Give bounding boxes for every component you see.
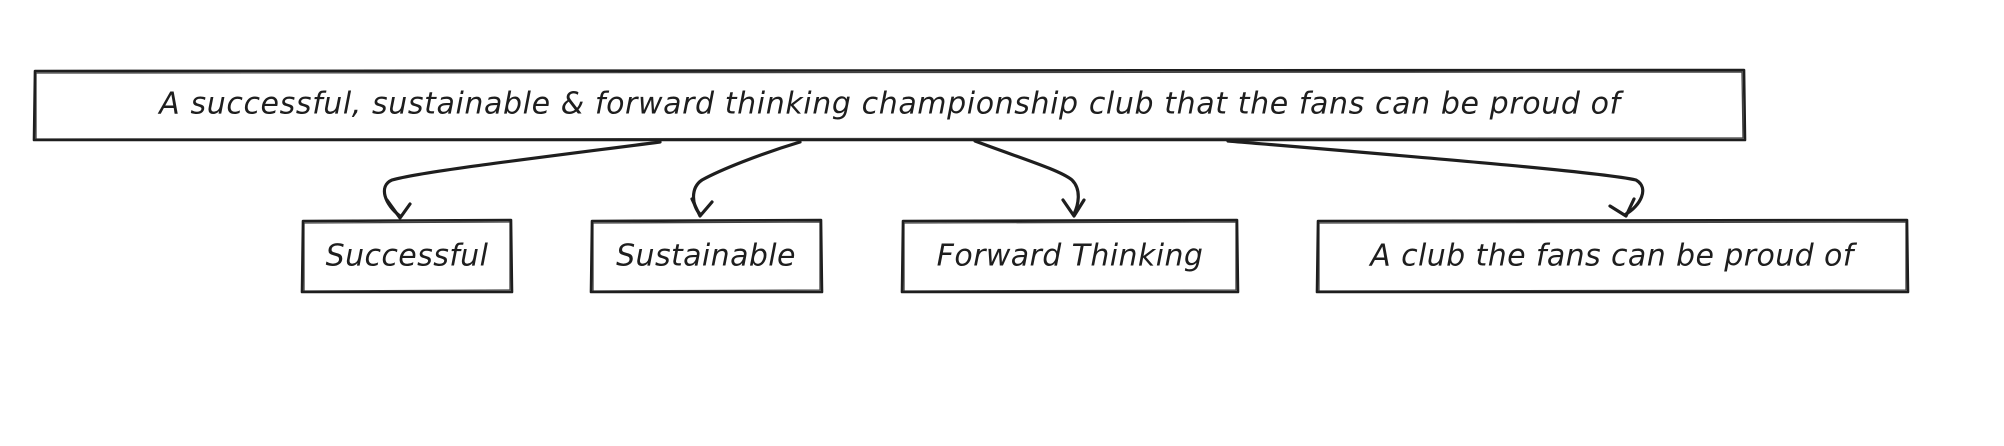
- connector-sustainable: [690, 140, 802, 218]
- root-node-label: A successful, sustainable & forward thin…: [157, 87, 1624, 122]
- child-node-forward-thinking[interactable]: Forward Thinking: [900, 218, 1240, 294]
- child-node-label-successful: Successful: [326, 239, 489, 274]
- child-node-label-fans-proud: A club the fans can be proud of: [1368, 239, 1858, 274]
- child-node-sustainable[interactable]: Sustainable: [589, 218, 824, 294]
- child-node-fans-proud[interactable]: A club the fans can be proud of: [1315, 218, 1910, 294]
- connector-forward-thinking: [973, 139, 1086, 218]
- child-node-label-sustainable: Sustainable: [616, 239, 796, 274]
- connector-fans-proud: [1226, 139, 1645, 218]
- root-node[interactable]: A successful, sustainable & forward thin…: [32, 68, 1747, 142]
- child-node-successful[interactable]: Successful: [300, 218, 514, 294]
- connector-successful: [382, 140, 662, 220]
- connectors: [382, 139, 1645, 220]
- child-node-label-forward-thinking: Forward Thinking: [937, 239, 1204, 274]
